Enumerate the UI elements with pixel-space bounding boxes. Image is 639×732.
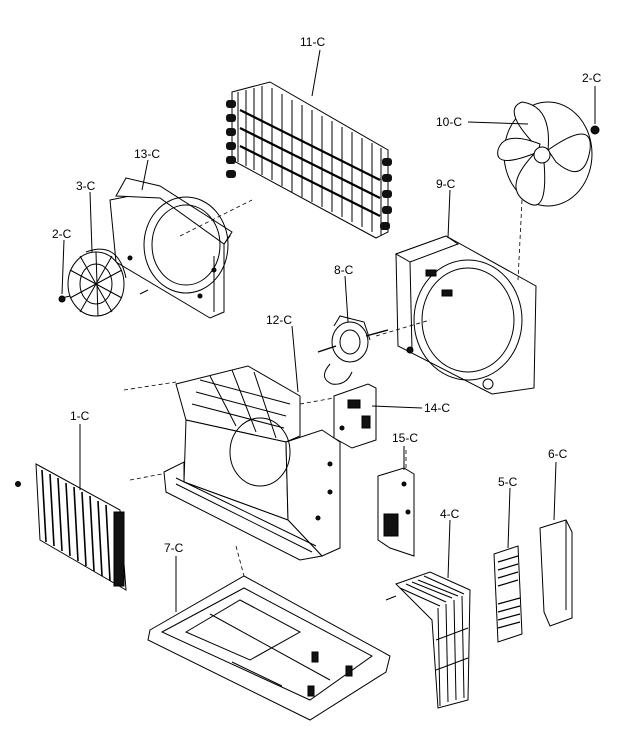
label-14c: 14-C xyxy=(424,401,450,415)
evaporator-coil xyxy=(226,81,392,239)
control-bracket xyxy=(333,383,377,449)
label-4c: 4-C xyxy=(440,507,460,521)
label-9c: 9-C xyxy=(436,177,456,191)
assembly-lines xyxy=(123,199,523,577)
base-tray xyxy=(147,575,391,721)
mounting-plate xyxy=(377,467,415,557)
air-filter xyxy=(493,545,523,643)
label-6c: 6-C xyxy=(548,447,568,461)
label-2c-left: 2-C xyxy=(52,227,72,241)
part-labels: 11-C 2-C 10-C 13-C 3-C 9-C 2-C 8-C 12-C … xyxy=(52,35,602,555)
label-2c-right: 2-C xyxy=(582,71,602,85)
evaporator-shroud xyxy=(109,177,233,319)
label-10c: 10-C xyxy=(436,115,462,129)
label-8c: 8-C xyxy=(334,263,354,277)
front-grille xyxy=(385,571,471,709)
fan-motor xyxy=(317,315,389,385)
label-11c: 11-C xyxy=(300,35,325,49)
label-3c: 3-C xyxy=(76,179,96,193)
chassis xyxy=(163,365,341,561)
label-15c: 15-C xyxy=(392,431,418,445)
label-5c: 5-C xyxy=(498,475,518,489)
label-1c: 1-C xyxy=(70,409,90,423)
label-12c: 12-C xyxy=(266,313,292,327)
leader-lines xyxy=(61,49,596,612)
condenser-fan xyxy=(497,101,600,207)
label-13c: 13-C xyxy=(134,147,160,161)
condenser-coil xyxy=(15,463,127,591)
blower-wheel xyxy=(58,248,149,317)
label-7c: 7-C xyxy=(164,541,184,555)
side-curtain xyxy=(539,519,573,627)
condenser-shroud xyxy=(394,235,537,395)
